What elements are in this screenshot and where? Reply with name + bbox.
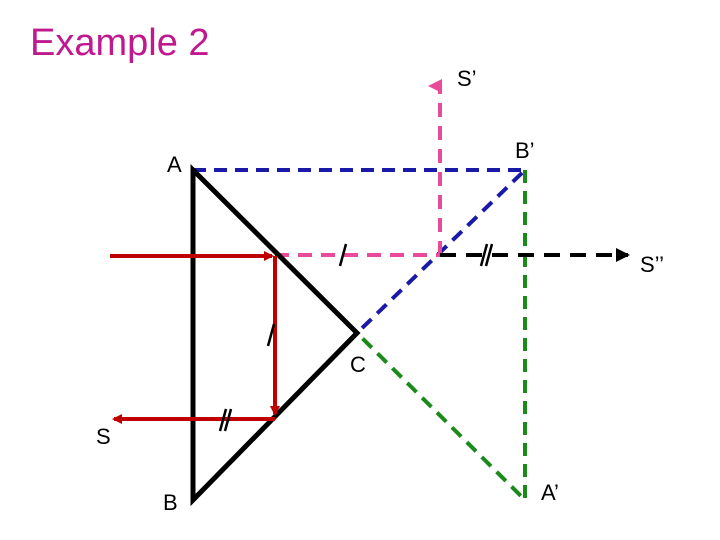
label-c: C <box>350 352 366 377</box>
label-b: B <box>163 490 178 515</box>
label-s-double-prime: S’’ <box>640 252 664 277</box>
mirror-image-edge-blue <box>193 168 530 335</box>
tick-mark-double-2 <box>218 408 233 432</box>
tick-mark-double-1 <box>479 243 494 267</box>
label-a: A <box>167 152 182 177</box>
label-s: S <box>96 424 111 449</box>
prism-triangle <box>190 163 361 507</box>
tick-mark-single-2 <box>266 323 276 347</box>
label-s-prime: S’ <box>457 66 477 91</box>
label-a-prime: A’ <box>541 480 559 505</box>
tick-mark-single-1 <box>338 243 348 267</box>
mirror-image-edge-green <box>355 170 527 505</box>
label-b-prime: B’ <box>515 138 535 163</box>
slide-title: Example 2 <box>30 22 210 64</box>
